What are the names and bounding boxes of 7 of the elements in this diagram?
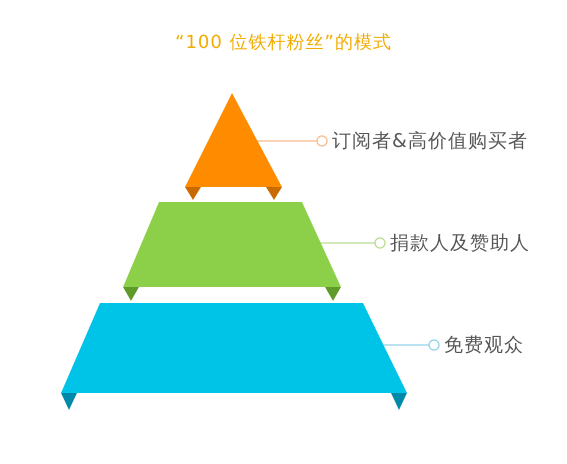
leader-line bbox=[320, 237, 386, 249]
leader-line bbox=[258, 135, 328, 147]
tier-label: 捐款人及赞助人 bbox=[390, 230, 530, 256]
diagram-title: “100 位铁杆粉丝”的模式 bbox=[174, 31, 393, 54]
tier-label: 订阅者&高价值购买者 bbox=[332, 128, 528, 154]
tier-label: 免费观众 bbox=[444, 332, 524, 358]
leader-line bbox=[384, 339, 440, 351]
